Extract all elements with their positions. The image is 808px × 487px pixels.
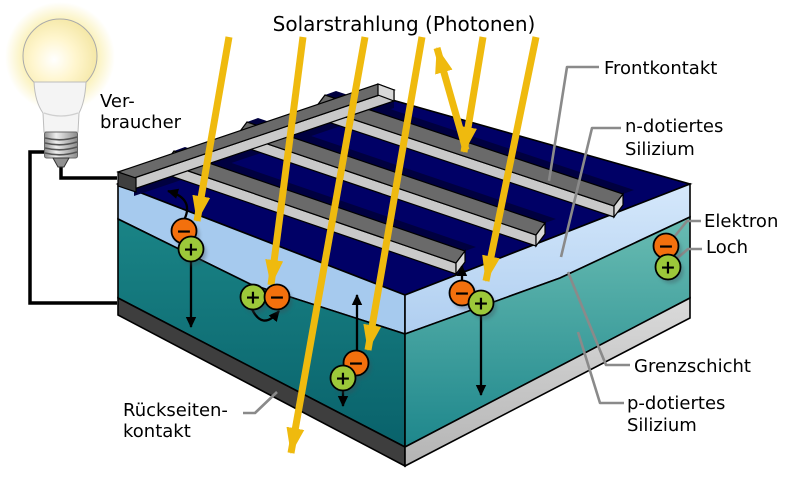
photon-ray-through-cell	[286, 36, 369, 454]
bulb-tip-contact	[52, 157, 70, 168]
plus-sign-icon: +	[335, 368, 351, 390]
n-silicon-label-line1: n-dotiertes	[625, 116, 723, 137]
bulb-seam	[43, 112, 79, 117]
p-silicon-label-line2: Silizium	[627, 415, 697, 436]
minus-sign-icon: −	[269, 287, 285, 309]
photon-ray	[192, 36, 233, 222]
photon-ray	[459, 36, 487, 153]
hole-circle	[177, 235, 205, 263]
wire-back-contact	[28, 150, 117, 305]
particles: − + + − − + − + − +	[170, 217, 684, 395]
n-silicon-label-line2: Silizium	[625, 139, 695, 160]
hole-circle	[654, 253, 682, 281]
finger-shadow	[174, 147, 476, 251]
plus-sign-icon: +	[473, 293, 489, 315]
leader-junction	[566, 271, 630, 367]
screw-ridge	[44, 141, 78, 146]
consumer-label-line2: braucher	[100, 112, 182, 133]
screw-ridge	[44, 151, 78, 156]
leader-back-contact	[243, 391, 278, 415]
minus-sign-icon: −	[658, 236, 674, 258]
minus-sign-icon: −	[454, 283, 470, 305]
bulb-neck	[33, 81, 87, 133]
leader-electron	[669, 219, 701, 242]
back-contact-label-line1: Rückseiten-	[123, 400, 228, 421]
consumer-label-line1: Ver-	[100, 91, 135, 112]
hole-circle	[467, 289, 495, 317]
hole-circle	[329, 364, 357, 392]
busbar-end-cap	[377, 83, 395, 102]
reflected-photon-ray	[433, 47, 470, 151]
finger-end-cap	[613, 192, 624, 219]
plus-sign-icon: +	[660, 257, 676, 279]
back-contact-right-face	[404, 296, 691, 468]
plus-sign-icon: +	[245, 287, 261, 309]
photon-ray	[482, 36, 540, 282]
hole-label: Loch	[706, 237, 748, 258]
photon-ray	[363, 36, 426, 351]
plus-sign-icon: +	[183, 239, 199, 261]
p-silicon-label-line1: p-dotiertes	[627, 393, 725, 414]
electron-circle	[263, 283, 291, 311]
photon-ray	[265, 36, 307, 286]
screw-ridge	[44, 136, 78, 141]
screw-ridge	[44, 146, 78, 151]
busbar-west-face	[117, 171, 137, 193]
junction-label: Grenzschicht	[634, 356, 751, 377]
electron-label: Elektron	[704, 211, 778, 232]
wire-front-contact	[59, 166, 117, 180]
diagram-title: Solarstrahlung (Photonen)	[273, 12, 536, 36]
front-contact-label: Frontkontakt	[604, 58, 717, 79]
leader-front-contact	[547, 65, 599, 182]
leader-n-silicon	[559, 126, 621, 258]
finger-end-cap	[535, 221, 546, 248]
finger-shadow	[325, 91, 634, 194]
light-bulb	[5, 2, 115, 168]
back-contact-label-line2: kontakt	[123, 421, 191, 442]
leader-p-silicon	[576, 331, 624, 405]
